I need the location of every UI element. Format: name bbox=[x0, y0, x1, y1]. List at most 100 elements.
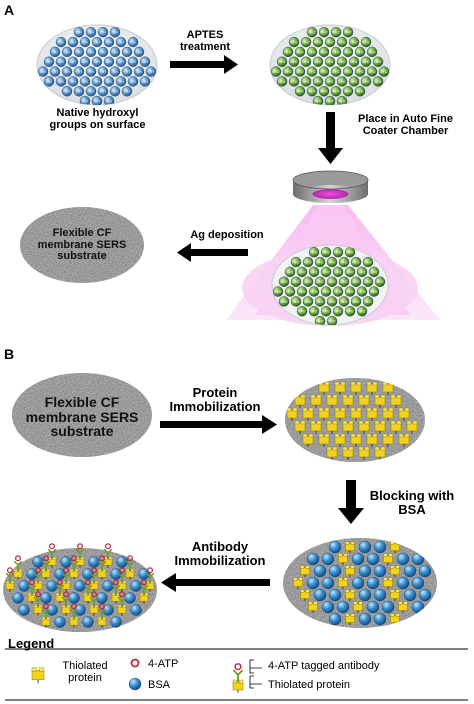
svg-text:NH2: NH2 bbox=[328, 320, 335, 324]
tagged-antibody-icon bbox=[13, 555, 23, 571]
tagged-antibody-icon bbox=[69, 555, 79, 571]
svg-text:NH2: NH2 bbox=[338, 100, 345, 104]
bsa-blocked-surface bbox=[283, 538, 437, 628]
bsa-sphere-icon bbox=[306, 552, 320, 566]
bsa-sphere-icon bbox=[54, 616, 66, 628]
substrate-b-label: Flexible CF membrane SERS substrate bbox=[14, 395, 150, 439]
thiolated-protein-icon bbox=[338, 553, 348, 566]
thiolated-protein-icon bbox=[345, 541, 355, 554]
svg-text:NH2: NH2 bbox=[314, 60, 321, 64]
svg-text:OH: OH bbox=[112, 90, 118, 94]
nh2-group-icon: NH2 bbox=[318, 27, 330, 38]
bsa-sphere-icon bbox=[96, 592, 108, 604]
svg-text:NH2: NH2 bbox=[274, 290, 281, 294]
thiolated-protein-icon bbox=[33, 605, 43, 616]
thiolated-protein-icon bbox=[326, 446, 338, 460]
svg-text:NH2: NH2 bbox=[320, 31, 327, 35]
svg-text:NH2: NH2 bbox=[322, 270, 329, 274]
ag-deposition-arrow bbox=[177, 243, 248, 262]
native-caption-line1: Native hydroxyl bbox=[56, 107, 139, 119]
svg-text:NH2: NH2 bbox=[284, 70, 291, 74]
bsa-sphere-icon bbox=[130, 604, 142, 616]
svg-text:OH: OH bbox=[106, 100, 112, 104]
svg-text:NH2: NH2 bbox=[298, 270, 305, 274]
nh2-group-icon: NH2 bbox=[290, 296, 302, 307]
thiolated-protein-icon bbox=[326, 420, 338, 434]
tagged-antibody-icon bbox=[47, 543, 57, 559]
thiolated-protein-icon bbox=[69, 617, 79, 628]
svg-text:OH: OH bbox=[94, 60, 100, 64]
panel-a-label: A bbox=[4, 2, 15, 18]
nh2-group-icon: NH2 bbox=[314, 296, 326, 307]
thiolated-protein-icon bbox=[326, 394, 338, 408]
native-caption: Native hydroxyl groups on surface bbox=[40, 107, 155, 131]
thiolated-protein-icon bbox=[383, 577, 393, 590]
thiolated-protein-icon bbox=[302, 433, 314, 447]
oh-group-icon: OH bbox=[61, 86, 73, 97]
bsa-sphere-icon bbox=[32, 556, 44, 568]
svg-text:OH: OH bbox=[52, 50, 58, 54]
svg-text:NH2: NH2 bbox=[292, 261, 299, 265]
oh-group-icon: OH bbox=[67, 76, 79, 87]
tagged-antibody-icon bbox=[33, 567, 43, 583]
svg-text:OH: OH bbox=[130, 60, 136, 64]
oh-group-icon: OH bbox=[79, 56, 91, 67]
bsa-sphere-icon bbox=[358, 540, 372, 554]
oh-group-icon: OH bbox=[67, 56, 79, 67]
thiolated-protein-icon bbox=[374, 420, 386, 434]
svg-text:NH2: NH2 bbox=[310, 270, 317, 274]
oh-group-icon: OH bbox=[79, 95, 91, 105]
nh2-group-icon: NH2 bbox=[350, 276, 362, 287]
bsa-sphere-icon bbox=[88, 556, 100, 568]
nh2-group-icon: NH2 bbox=[320, 246, 332, 258]
nh2-group-icon: NH2 bbox=[308, 266, 320, 278]
svg-text:NH2: NH2 bbox=[352, 261, 359, 265]
bsa-sphere-icon bbox=[358, 588, 372, 602]
bsa-sphere-icon bbox=[46, 604, 58, 616]
thiolated-protein-icon bbox=[390, 589, 400, 602]
thiolated-protein-icon bbox=[350, 433, 362, 447]
nh2-group-icon: NH2 bbox=[342, 66, 354, 77]
bsa-sphere-icon bbox=[12, 592, 24, 604]
svg-text:NH2: NH2 bbox=[290, 60, 297, 64]
svg-text:NH2: NH2 bbox=[340, 300, 347, 304]
svg-text:OH: OH bbox=[88, 70, 94, 74]
bsa-sphere-icon bbox=[411, 600, 425, 614]
oh-group-icon: OH bbox=[79, 36, 91, 48]
bsa-sphere-icon bbox=[74, 580, 86, 592]
thiolated-protein-icon bbox=[390, 394, 402, 408]
place-line1: Place in Auto Fine bbox=[358, 113, 453, 125]
oh-group-icon: OH bbox=[85, 27, 97, 38]
bsa-sphere-icon bbox=[328, 612, 342, 626]
bsa-sphere-icon bbox=[418, 588, 432, 602]
bsa-sphere-icon bbox=[373, 564, 387, 578]
svg-text:NH2: NH2 bbox=[314, 100, 321, 104]
tagged-antibody-icon bbox=[97, 555, 107, 571]
substrate-a-line1: Flexible CF bbox=[52, 227, 112, 239]
oh-group-icon: OH bbox=[85, 66, 97, 77]
svg-text:NH2: NH2 bbox=[332, 31, 339, 35]
nh2-group-icon: NH2 bbox=[306, 46, 318, 58]
svg-text:NH2: NH2 bbox=[304, 300, 311, 304]
oh-group-icon: OH bbox=[127, 36, 139, 48]
oh-group-icon: OH bbox=[127, 56, 139, 67]
svg-text:OH: OH bbox=[148, 70, 154, 74]
thiolated-protein-icon bbox=[41, 617, 51, 628]
bsa-sphere-icon bbox=[130, 580, 142, 592]
tagged-antibody-icon bbox=[125, 555, 135, 571]
thiolated-protein-icon bbox=[302, 407, 314, 421]
svg-text:OH: OH bbox=[52, 70, 58, 74]
svg-text:OH: OH bbox=[106, 60, 112, 64]
svg-text:NH2: NH2 bbox=[308, 50, 315, 54]
tagged-antibody-icon bbox=[41, 555, 51, 571]
thiolated-protein-icon bbox=[358, 446, 370, 460]
svg-text:NH2: NH2 bbox=[278, 60, 285, 64]
svg-text:NH2: NH2 bbox=[278, 80, 285, 84]
legend-title: Legend bbox=[8, 636, 55, 651]
bsa-sphere-icon bbox=[381, 600, 395, 614]
antibody-line2: Immobilization bbox=[174, 552, 266, 568]
nh2-group-icon: NH2 bbox=[374, 276, 386, 287]
nh2-group-icon: NH2 bbox=[360, 56, 372, 67]
